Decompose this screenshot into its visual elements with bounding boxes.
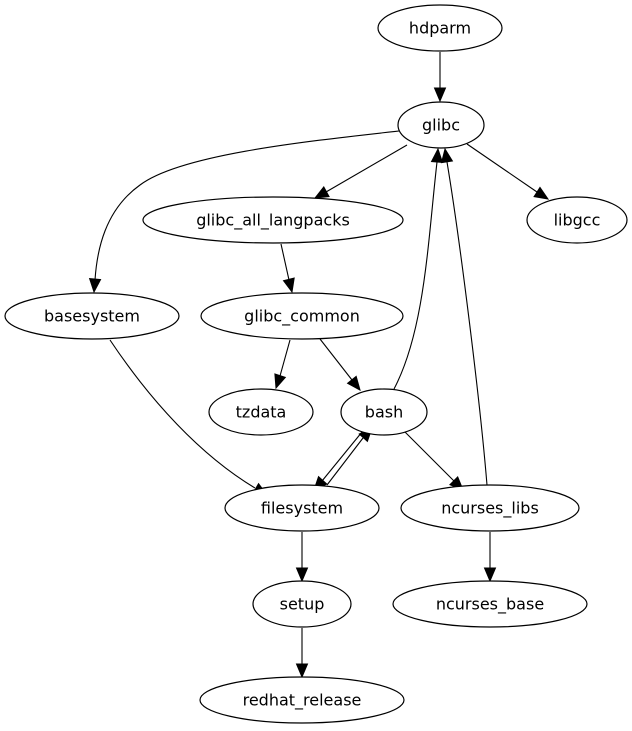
edge-line bbox=[94, 130, 400, 281]
node-hdparm: hdparm bbox=[377, 4, 503, 52]
edge-glibc-common-to-bash bbox=[319, 338, 361, 392]
arrowhead-icon bbox=[533, 186, 550, 200]
edge-bash-to-filesystem bbox=[313, 431, 363, 491]
edge-glibc-all-langpacks-to-glibc-common bbox=[280, 243, 295, 294]
node-label: glibc_common bbox=[244, 307, 360, 327]
node-redhat-release: redhat_release bbox=[199, 676, 405, 724]
node-label: hdparm bbox=[409, 19, 471, 38]
node-shape bbox=[199, 676, 405, 724]
edge-ncurses-libs-to-glibc bbox=[440, 147, 488, 486]
edge-line bbox=[326, 437, 364, 486]
node-shape bbox=[224, 484, 380, 532]
node-shape bbox=[526, 196, 628, 244]
node-label: glibc_all_langpacks bbox=[196, 211, 350, 231]
edge-line bbox=[393, 161, 438, 390]
edge-bash-to-glibc bbox=[393, 147, 444, 390]
arrowhead-icon bbox=[88, 278, 102, 294]
arrowhead-icon bbox=[430, 147, 444, 163]
node-bash: bash bbox=[340, 388, 428, 436]
edge-line bbox=[466, 143, 538, 193]
nodes-layer: hdparm glibc glibc_all_langpacks libgcc base… bbox=[4, 4, 628, 724]
edge-hdparm-to-glibc bbox=[433, 52, 447, 103]
edge-line bbox=[280, 243, 290, 281]
node-label: bash bbox=[365, 403, 403, 422]
edge-line bbox=[279, 339, 291, 377]
node-label: basesystem bbox=[44, 307, 140, 326]
node-shape bbox=[392, 580, 588, 628]
arrowhead-icon bbox=[313, 186, 330, 199]
node-glibc-all-langpacks: glibc_all_langpacks bbox=[142, 196, 404, 244]
node-shape bbox=[4, 292, 180, 340]
edge-line bbox=[319, 338, 353, 381]
edge-setup-to-redhat-release bbox=[295, 628, 309, 679]
node-shape bbox=[340, 388, 428, 436]
node-label: setup bbox=[280, 595, 325, 614]
arrowhead-icon bbox=[282, 277, 295, 294]
edge-ncurses-libs-to-ncurses-base bbox=[483, 532, 497, 583]
edge-bash-to-ncurses-libs bbox=[404, 431, 464, 491]
arrowhead-icon bbox=[433, 87, 447, 103]
node-label: glibc bbox=[422, 116, 460, 135]
node-shape bbox=[252, 580, 352, 628]
arrowhead-icon bbox=[440, 147, 454, 164]
edge-line bbox=[446, 161, 488, 486]
node-label: tzdata bbox=[236, 403, 287, 422]
node-ncurses-base: ncurses_base bbox=[392, 580, 588, 628]
node-shape bbox=[397, 101, 485, 149]
node-label: ncurses_base bbox=[436, 595, 544, 615]
edge-glibc-to-glibc-all-langpacks bbox=[313, 144, 408, 199]
node-shape bbox=[200, 292, 404, 340]
edge-glibc-common-to-tzdata bbox=[274, 339, 291, 390]
node-setup: setup bbox=[252, 580, 352, 628]
node-glibc-common: glibc_common bbox=[200, 292, 404, 340]
node-basesystem: basesystem bbox=[4, 292, 180, 340]
node-libgcc: libgcc bbox=[526, 196, 628, 244]
edge-filesystem-to-bash bbox=[326, 427, 373, 486]
arrowhead-icon bbox=[295, 663, 309, 679]
edge-glibc-to-basesystem bbox=[88, 130, 400, 294]
arrowhead-icon bbox=[274, 373, 287, 390]
arrowhead-icon bbox=[295, 567, 309, 583]
node-tzdata: tzdata bbox=[208, 388, 314, 436]
arrowhead-icon bbox=[346, 375, 361, 392]
arrowhead-icon bbox=[483, 567, 497, 583]
node-ncurses-libs: ncurses_libs bbox=[400, 484, 580, 532]
node-glibc: glibc bbox=[397, 101, 485, 149]
node-filesystem: filesystem bbox=[224, 484, 380, 532]
node-label: libgcc bbox=[554, 211, 601, 230]
edge-line bbox=[109, 339, 256, 489]
edge-line bbox=[325, 144, 408, 193]
edge-glibc-to-libgcc bbox=[466, 143, 550, 200]
node-label: filesystem bbox=[261, 499, 343, 518]
node-shape bbox=[208, 388, 314, 436]
node-shape bbox=[400, 484, 580, 532]
node-label: ncurses_libs bbox=[441, 499, 539, 519]
node-shape bbox=[377, 4, 503, 52]
node-shape bbox=[142, 196, 404, 244]
edge-line bbox=[321, 431, 363, 482]
edge-line bbox=[404, 431, 455, 482]
node-label: redhat_release bbox=[243, 691, 362, 711]
edge-filesystem-to-setup bbox=[295, 532, 309, 583]
